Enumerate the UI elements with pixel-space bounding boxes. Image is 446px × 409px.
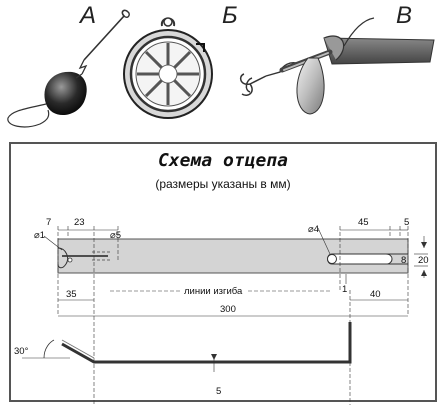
right-slot — [327, 253, 393, 265]
dim-d1: ⌀1 — [34, 230, 45, 241]
dim-20: 20 — [418, 255, 429, 266]
schematic-subtitle: (размеры указаны в мм) — [155, 177, 291, 191]
dim-1: 1 — [342, 284, 347, 295]
dim-45: 45 — [358, 217, 369, 228]
schematic-title: Схема отцепа — [157, 150, 289, 171]
dim-bend-lines: линии изгиба — [184, 286, 243, 297]
dim-7: 7 — [46, 217, 51, 228]
dim-35: 35 — [66, 289, 77, 300]
dim-5-top: 5 — [404, 217, 409, 228]
dim-300: 300 — [220, 304, 236, 315]
dim-d5: ⌀5 — [110, 230, 121, 241]
dim-23: 23 — [74, 217, 85, 228]
side-profile — [61, 322, 352, 364]
label-b: Б — [222, 2, 238, 29]
dim-8: 8 — [401, 255, 406, 266]
top-illustrations — [7, 9, 435, 128]
dim-5-bottom: 5 — [216, 386, 221, 397]
dim-angle-30: 30° — [14, 346, 29, 357]
dim-d4: ⌀4 — [308, 224, 319, 235]
sinker-illustration — [7, 9, 130, 128]
ring-illustration — [123, 17, 213, 119]
dim-40: 40 — [370, 289, 381, 300]
label-c: В — [396, 2, 413, 29]
label-a: А — [80, 2, 97, 29]
spinner-illustration — [239, 17, 435, 115]
